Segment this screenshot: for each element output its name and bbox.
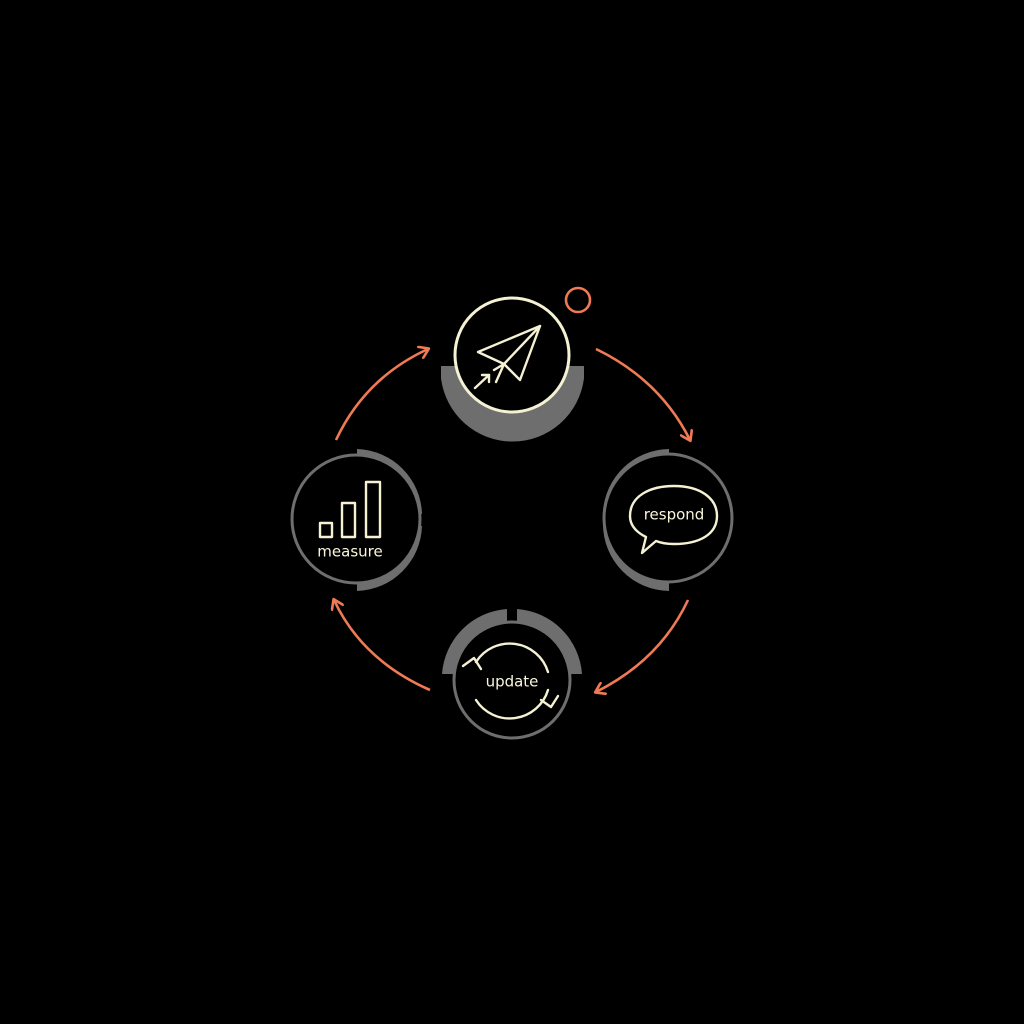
paper-plane-icon bbox=[473, 324, 542, 390]
node-respond: respond bbox=[602, 449, 734, 591]
arrow-respond-to-update bbox=[596, 599, 690, 692]
node-measure: measure bbox=[290, 449, 422, 591]
node-respond-disc bbox=[602, 452, 734, 584]
node-measure-label: measure bbox=[317, 543, 382, 561]
arrow-update-to-measure bbox=[334, 600, 431, 692]
speech-bubble-icon bbox=[628, 484, 719, 555]
node-respond-label: respond bbox=[644, 506, 705, 524]
node-update-label: update bbox=[486, 673, 539, 691]
node-send bbox=[441, 296, 584, 442]
refresh-cycle-icon bbox=[461, 642, 560, 720]
cycle-arrows bbox=[334, 349, 690, 692]
arrow-send-to-respond bbox=[595, 347, 690, 440]
arrow-measure-to-send bbox=[334, 349, 428, 441]
accent-dot bbox=[564, 286, 592, 314]
node-update: update bbox=[442, 609, 582, 740]
bar-chart-icon bbox=[318, 480, 382, 539]
